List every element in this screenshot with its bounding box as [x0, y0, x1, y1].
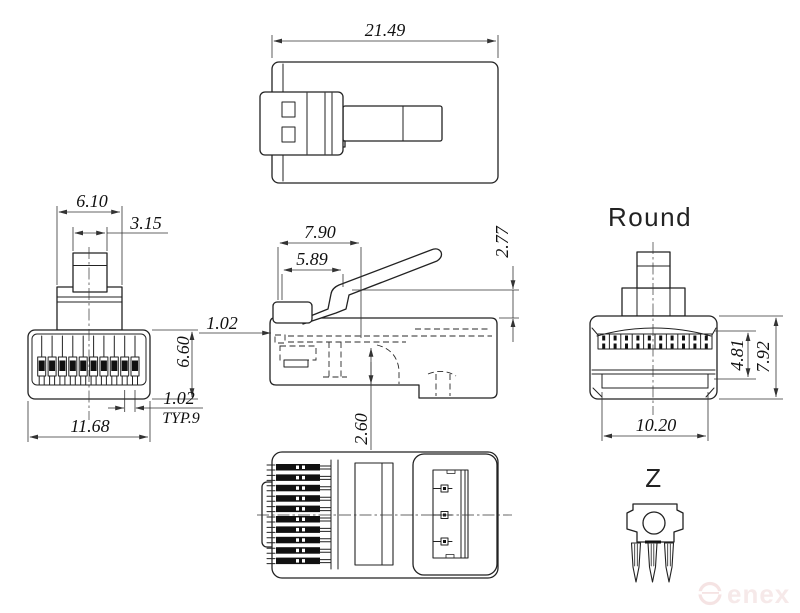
dim-label-latch-step-width: 6.10: [76, 191, 108, 211]
dim-label-cavity-width: 10.20: [636, 415, 677, 435]
dim-label-rear-body-height: 7.92: [753, 341, 773, 373]
side-view: 7.90 5.89 1.02 2.77 2.60: [199, 222, 519, 450]
brand-logo-icon: [698, 581, 722, 606]
dim-label-latch-length: 7.90: [304, 222, 336, 242]
dim-label-overall-length: 21.49: [365, 20, 406, 40]
rear-view-title: Round: [608, 202, 692, 232]
dim-label-contact-depth: 2.60: [351, 413, 371, 445]
dim-label-front-lip: 1.02: [206, 313, 238, 333]
front-view: 6.10 3.15 6.60 11.68 1.02 TYP.9: [27, 191, 203, 442]
z-detail-view: Z: [626, 463, 684, 583]
watermark: enex: [698, 579, 790, 609]
brand-name: enex: [727, 579, 790, 609]
dim-label-latch-rise: 2.77: [492, 225, 512, 258]
dim-label-body-width: 11.68: [70, 416, 109, 436]
latch-release-tab: [259, 91, 344, 156]
dim-label-latch-tab-width: 3.15: [129, 213, 162, 233]
cable-tine: [432, 537, 453, 546]
latch-lever: [302, 248, 443, 325]
rear-contact-slots: [602, 333, 708, 350]
dim-label-contact-pitch: 1.02: [163, 388, 195, 408]
latch-tab: [72, 252, 108, 293]
bottom-view: [257, 451, 512, 579]
plug-body-rear: [589, 315, 718, 400]
contact-cross-section: [626, 503, 684, 543]
rear-view-round: Round: [589, 202, 783, 441]
top-view: 21.49: [259, 20, 499, 184]
dim-label-body-height: 6.60: [173, 336, 193, 368]
z-detail-title: Z: [645, 463, 662, 493]
cable-tine: [432, 484, 453, 493]
plug-body-side: [269, 317, 498, 399]
dim-label-cavity-height: 4.81: [727, 339, 747, 371]
dim-label-latch-inner-length: 5.89: [296, 249, 328, 269]
dim-label-contact-pitch-note: TYP.9: [162, 410, 200, 427]
